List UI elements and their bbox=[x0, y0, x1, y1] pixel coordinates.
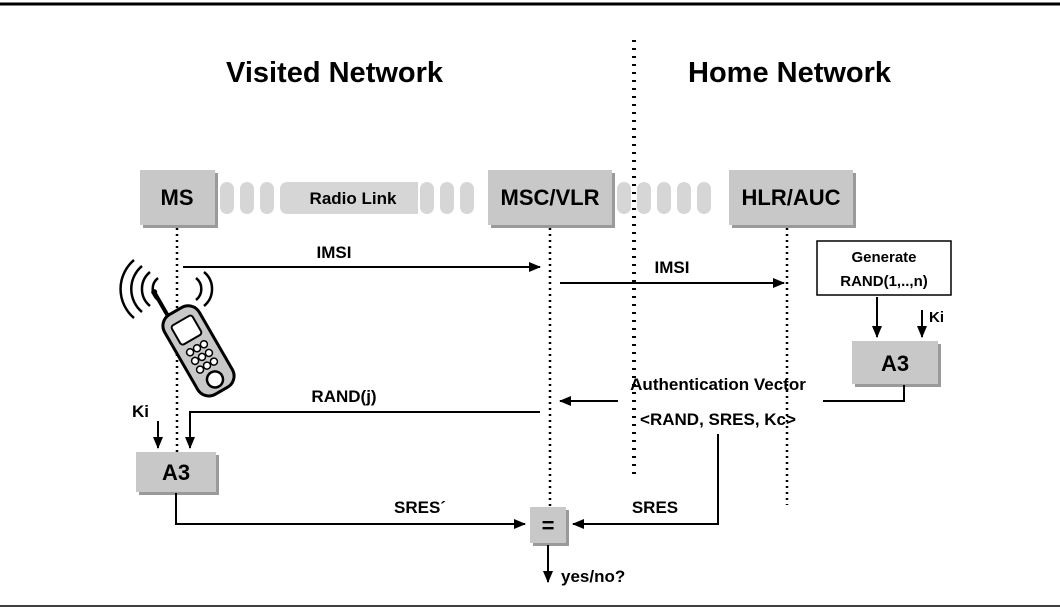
a3-ms-box: A3 bbox=[136, 452, 216, 492]
hlr-auc-box bbox=[729, 170, 853, 225]
generate-label: Generate bbox=[851, 249, 916, 266]
compare-box: = bbox=[530, 507, 566, 543]
node-msc-vlr: MSC/VLR bbox=[488, 170, 612, 225]
hlr-auc-label: HLR/AUC bbox=[742, 185, 841, 210]
radio-waves-icon bbox=[119, 259, 214, 319]
node-ms: MS bbox=[140, 170, 215, 225]
rand-j-arrow bbox=[185, 411, 540, 449]
auth-vector-contents: <RAND, SRES, Kc> bbox=[640, 410, 796, 429]
a3-ms-label: A3 bbox=[162, 460, 190, 485]
generate-rand-frame bbox=[816, 240, 952, 296]
a3-home-label: A3 bbox=[881, 351, 909, 376]
radio-link-segment-11 bbox=[440, 182, 454, 214]
sres-label: SRES bbox=[632, 498, 678, 517]
radio-link-segment-b-0 bbox=[617, 182, 631, 214]
sres-prime-arrow bbox=[175, 493, 526, 529]
msc-vlr-label: MSC/VLR bbox=[501, 185, 600, 210]
auth-vector-title: Authentication Vector bbox=[630, 375, 806, 394]
imsi-label-1: IMSI bbox=[317, 243, 352, 262]
radio-link: Radio Link bbox=[220, 182, 711, 214]
visited-network-header: Visited Network bbox=[226, 57, 444, 89]
sres-prime-label: SRES´ bbox=[394, 498, 446, 517]
home-network-header: Home Network bbox=[688, 57, 892, 89]
a3-home-frame bbox=[852, 341, 938, 384]
msc-vlr-box bbox=[488, 170, 612, 225]
a3-home-box: A3 bbox=[852, 341, 938, 384]
a3-ms-frame bbox=[136, 452, 216, 492]
rand-j-label: RAND(j) bbox=[311, 387, 376, 406]
radio-link-segment-b-1 bbox=[637, 182, 651, 214]
compare-frame bbox=[530, 507, 566, 543]
ms-label: MS bbox=[161, 185, 194, 210]
generate-rand-label: RAND(1,..,n) bbox=[840, 273, 928, 290]
compare-symbol: = bbox=[542, 513, 555, 538]
imsi-label-2: IMSI bbox=[655, 258, 690, 277]
auth-vector-connector bbox=[823, 385, 905, 402]
ms-box bbox=[140, 170, 215, 225]
sres-arrow bbox=[572, 434, 719, 529]
radio-link-segment-1 bbox=[240, 182, 254, 214]
radio-link-segment-10 bbox=[420, 182, 434, 214]
radio-link-segment-2 bbox=[260, 182, 274, 214]
radio-link-segment-b-2 bbox=[657, 182, 671, 214]
ki-home-label: Ki bbox=[929, 309, 944, 326]
result-label: yes/no? bbox=[561, 567, 625, 586]
radio-link-segment-b-4 bbox=[697, 182, 711, 214]
radio-link-segment-12 bbox=[460, 182, 474, 214]
radio-link-segment-0 bbox=[220, 182, 234, 214]
ki-ms-label: Ki bbox=[132, 402, 149, 421]
node-hlr-auc: HLR/AUC bbox=[729, 170, 853, 225]
radio-link-label: Radio Link bbox=[310, 189, 397, 208]
radio-link-label-bg bbox=[288, 182, 418, 214]
generate-rand-box: Generate RAND(1,..,n) bbox=[816, 240, 952, 296]
mobile-phone-icon bbox=[151, 289, 236, 398]
radio-link-segment-b-3 bbox=[677, 182, 691, 214]
radio-link-segments-vlr-hlr bbox=[617, 182, 711, 214]
